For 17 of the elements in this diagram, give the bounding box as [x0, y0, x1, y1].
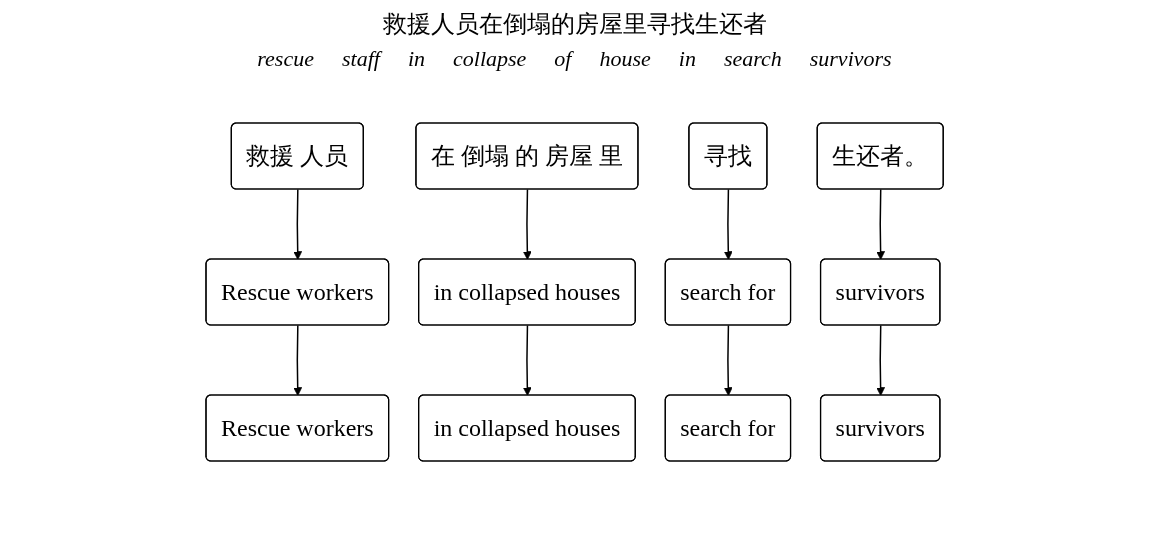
arrow [522, 324, 532, 396]
arrow [293, 188, 302, 260]
gloss-word: survivors [809, 46, 892, 72]
arrow [876, 188, 885, 260]
arrow [293, 324, 302, 396]
gloss-word: in [407, 46, 425, 72]
arrow [723, 188, 733, 260]
gloss-word: rescue [257, 46, 314, 72]
gloss-word: of [554, 46, 572, 72]
gloss-word: house [599, 46, 651, 72]
arrow [876, 324, 885, 396]
arrow [723, 324, 733, 396]
gloss-word: search [723, 46, 782, 72]
gloss-word: in [678, 46, 696, 72]
title: 救援人员在倒塌的房屋里寻找生还者 [381, 9, 768, 40]
arrow [522, 188, 532, 260]
gloss-word: collapse [453, 46, 527, 72]
